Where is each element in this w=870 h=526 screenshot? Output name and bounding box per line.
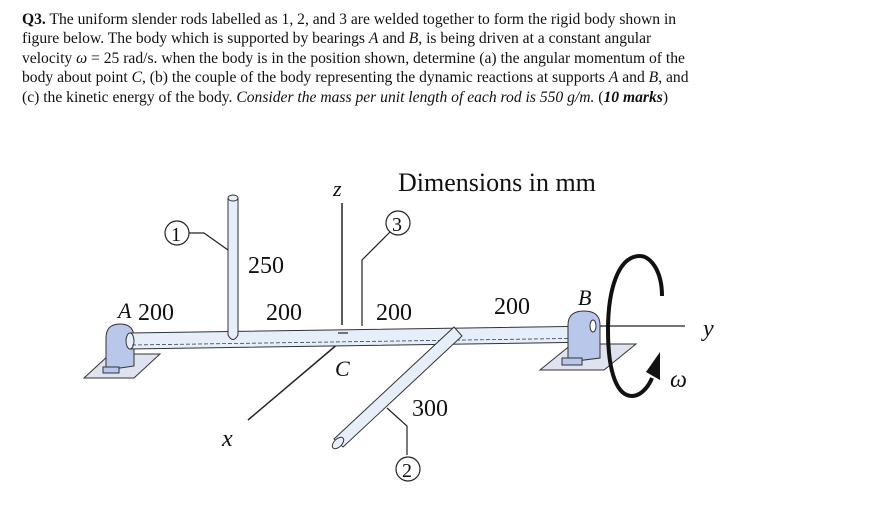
rod-2 [333, 326, 463, 448]
rod-3 [361, 231, 391, 326]
dim-c-to-rod2: 200 [376, 300, 412, 326]
marks: 10 marks [603, 88, 663, 106]
rod-2-label: 2 [402, 460, 412, 482]
z-axis-label: z [332, 176, 342, 201]
question-text: Q3. The uniform slender rods labelled as… [22, 10, 862, 107]
units-note: Dimensions in mm [398, 168, 596, 197]
question-line-1: Q3. The uniform slender rods labelled as… [22, 11, 677, 28]
bearing-b [567, 310, 601, 363]
rigid-body-figure: Dimensions in mm z x y A 1 3 C 2 200 250… [0, 150, 870, 521]
x-axis [247, 331, 353, 421]
dim-rod2-length: 300 [412, 396, 448, 422]
y-axis-label: y [701, 316, 714, 342]
omega-rotation-arrow [605, 253, 664, 399]
arrowhead-icon [646, 352, 660, 380]
rod-1-label: 1 [171, 224, 181, 246]
mass-per-length-note: Consider the mass per unit length of eac… [236, 88, 595, 106]
question-line-3: velocity ω = 25 rad/s. when the body is … [22, 49, 685, 67]
point-b-label: B [578, 285, 591, 310]
dim-rod2-to-b: 200 [494, 294, 530, 320]
x-axis-label: x [221, 426, 233, 452]
point-a-label: A [116, 298, 132, 323]
question-number: Q3. [22, 11, 46, 28]
dim-a-to-rod1: 200 [138, 300, 174, 326]
dim-rod1-length: 250 [248, 253, 284, 279]
dim-rod1-to-c: 200 [266, 300, 302, 326]
question-line-5: (c) the kinetic energy of the body. Cons… [22, 88, 669, 106]
main-shaft [129, 325, 601, 350]
question-line-2: figure below. The body which is supporte… [22, 30, 652, 48]
rod-3-label: 3 [392, 214, 402, 236]
omega-label: ω [670, 367, 687, 393]
rod-3-label-circle [385, 210, 411, 236]
question-line-4: body about point C, (b) the couple of th… [22, 69, 689, 87]
rod-1 [227, 197, 239, 340]
point-c-label: C [335, 356, 350, 381]
rod-2-label-circle [395, 456, 421, 482]
